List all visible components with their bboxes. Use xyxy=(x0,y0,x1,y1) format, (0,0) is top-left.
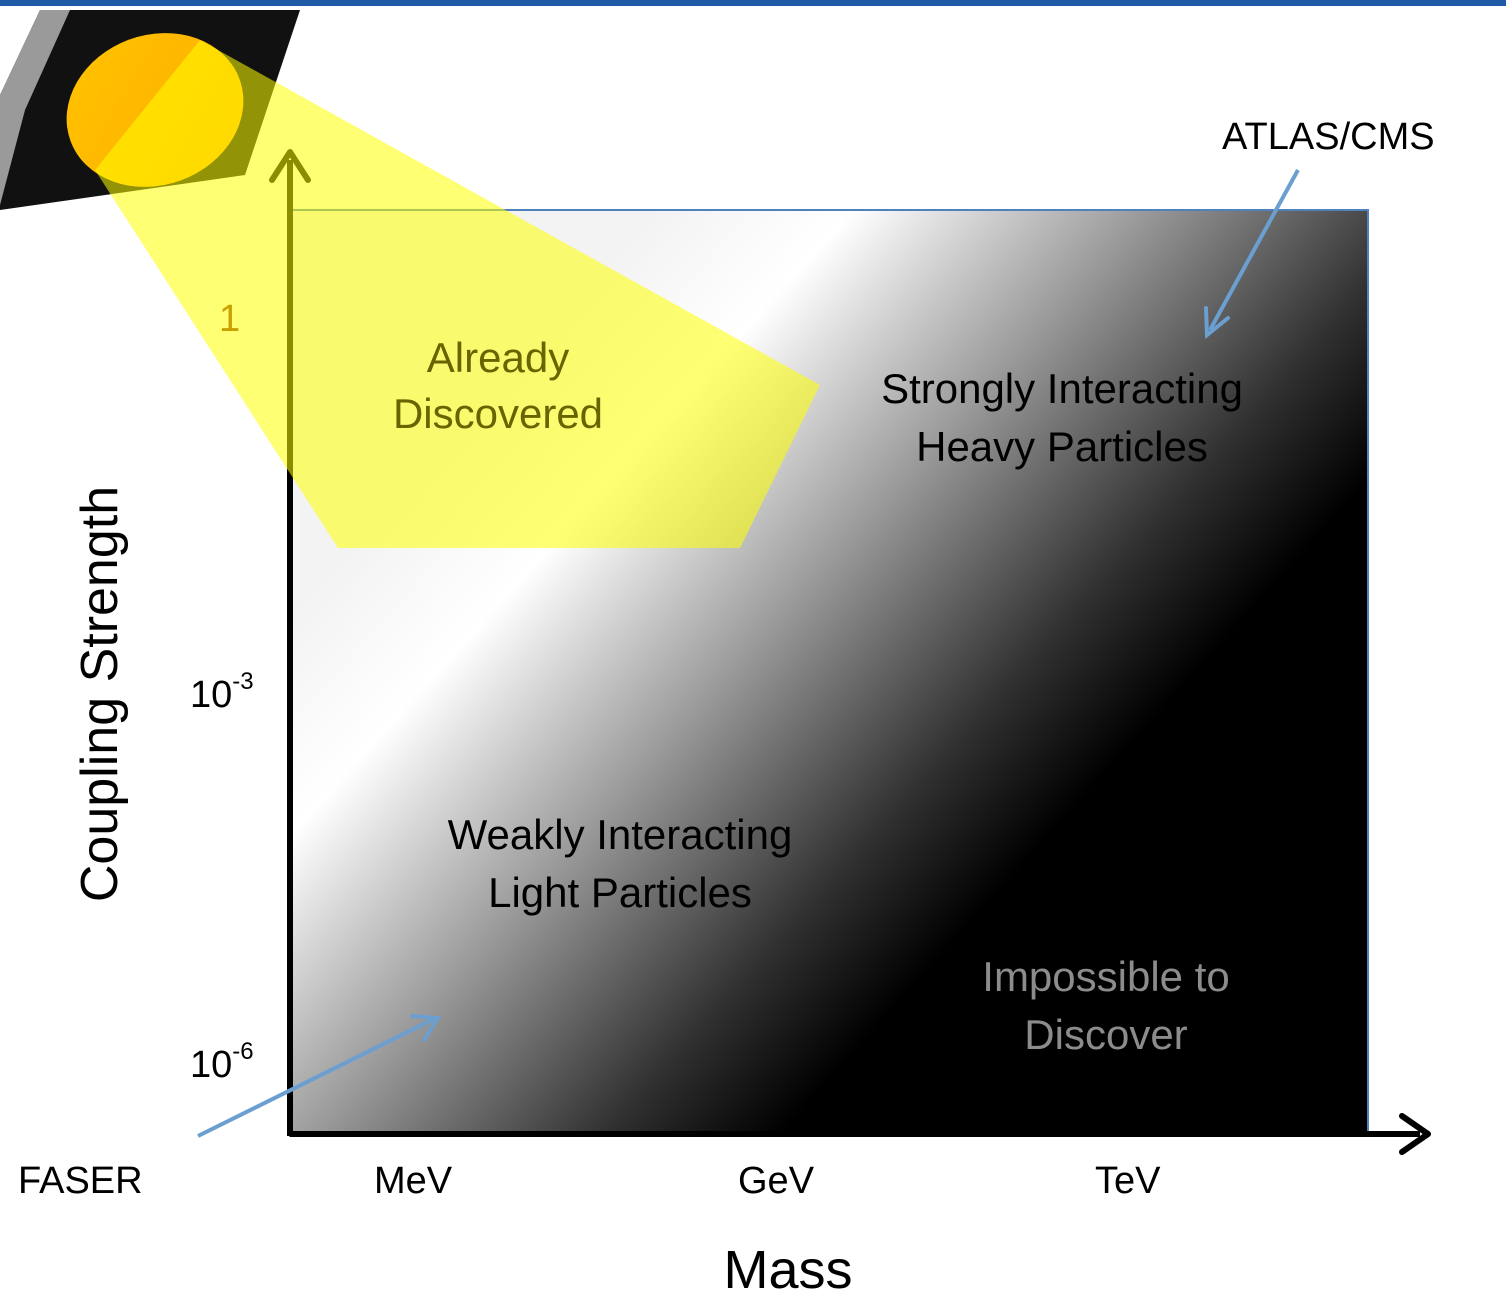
region-impossible-line1: Impossible to xyxy=(982,953,1230,1000)
spotlight-rim xyxy=(0,10,70,205)
region-strongly-interacting-line1: Strongly Interacting xyxy=(881,365,1243,412)
y-tick-1e-6: 10-6 xyxy=(190,1038,254,1086)
x-tick-mev: MeV xyxy=(374,1162,452,1200)
y-tick-1e-6-base: 10 xyxy=(190,1044,233,1086)
region-already-discovered: Already Discovered xyxy=(393,330,603,442)
label-atlas-cms: ATLAS/CMS xyxy=(1222,118,1435,156)
x-tick-gev: GeV xyxy=(738,1162,814,1200)
x-tick-gev-text: GeV xyxy=(738,1160,815,1202)
x-axis-arrowhead xyxy=(1399,1113,1431,1155)
header-bar xyxy=(0,0,1506,6)
x-tick-mev-text: MeV xyxy=(374,1160,453,1202)
faser-arrowhead xyxy=(410,1014,442,1042)
region-already-discovered-line2: Discovered xyxy=(392,390,604,437)
x-tick-tev-text: TeV xyxy=(1095,1160,1161,1202)
region-strongly-interacting-line2: Heavy Particles xyxy=(916,423,1208,470)
y-tick-1e-6-exp: -6 xyxy=(232,1038,254,1065)
y-tick-1e-3: 10-3 xyxy=(190,668,254,716)
faser-arrow xyxy=(197,1016,437,1138)
region-weakly-interacting: Weakly Interacting Light Particles xyxy=(448,806,793,922)
atlas-cms-arrowhead xyxy=(1204,306,1230,340)
region-weakly-interacting-line2: Light Particles xyxy=(488,869,752,916)
region-impossible: Impossible to Discover xyxy=(982,948,1229,1064)
y-tick-1e-3-exp: -3 xyxy=(232,668,254,695)
x-tick-tev: TeV xyxy=(1095,1162,1160,1200)
label-faser: FASER xyxy=(18,1162,143,1200)
y-tick-1: 1 xyxy=(219,300,240,338)
x-axis-title-text: Mass xyxy=(723,1240,853,1300)
y-tick-1-base: 1 xyxy=(219,298,241,340)
x-axis-title: Mass xyxy=(723,1243,852,1297)
atlas-cms-arrow xyxy=(1208,169,1300,331)
label-faser-text: FASER xyxy=(18,1160,143,1202)
y-tick-1e-3-base: 10 xyxy=(190,674,233,716)
region-weakly-interacting-line1: Weakly Interacting xyxy=(447,811,793,858)
label-atlas-cms-text: ATLAS/CMS xyxy=(1222,116,1435,158)
region-already-discovered-line1: Already xyxy=(426,334,570,381)
region-strongly-interacting: Strongly Interacting Heavy Particles xyxy=(881,360,1243,476)
region-impossible-line2: Discover xyxy=(1024,1011,1188,1058)
spotlight-beam xyxy=(95,40,820,548)
y-axis-title: Coupling Strength xyxy=(71,485,129,903)
y-axis-title-text: Coupling Strength xyxy=(71,485,129,903)
